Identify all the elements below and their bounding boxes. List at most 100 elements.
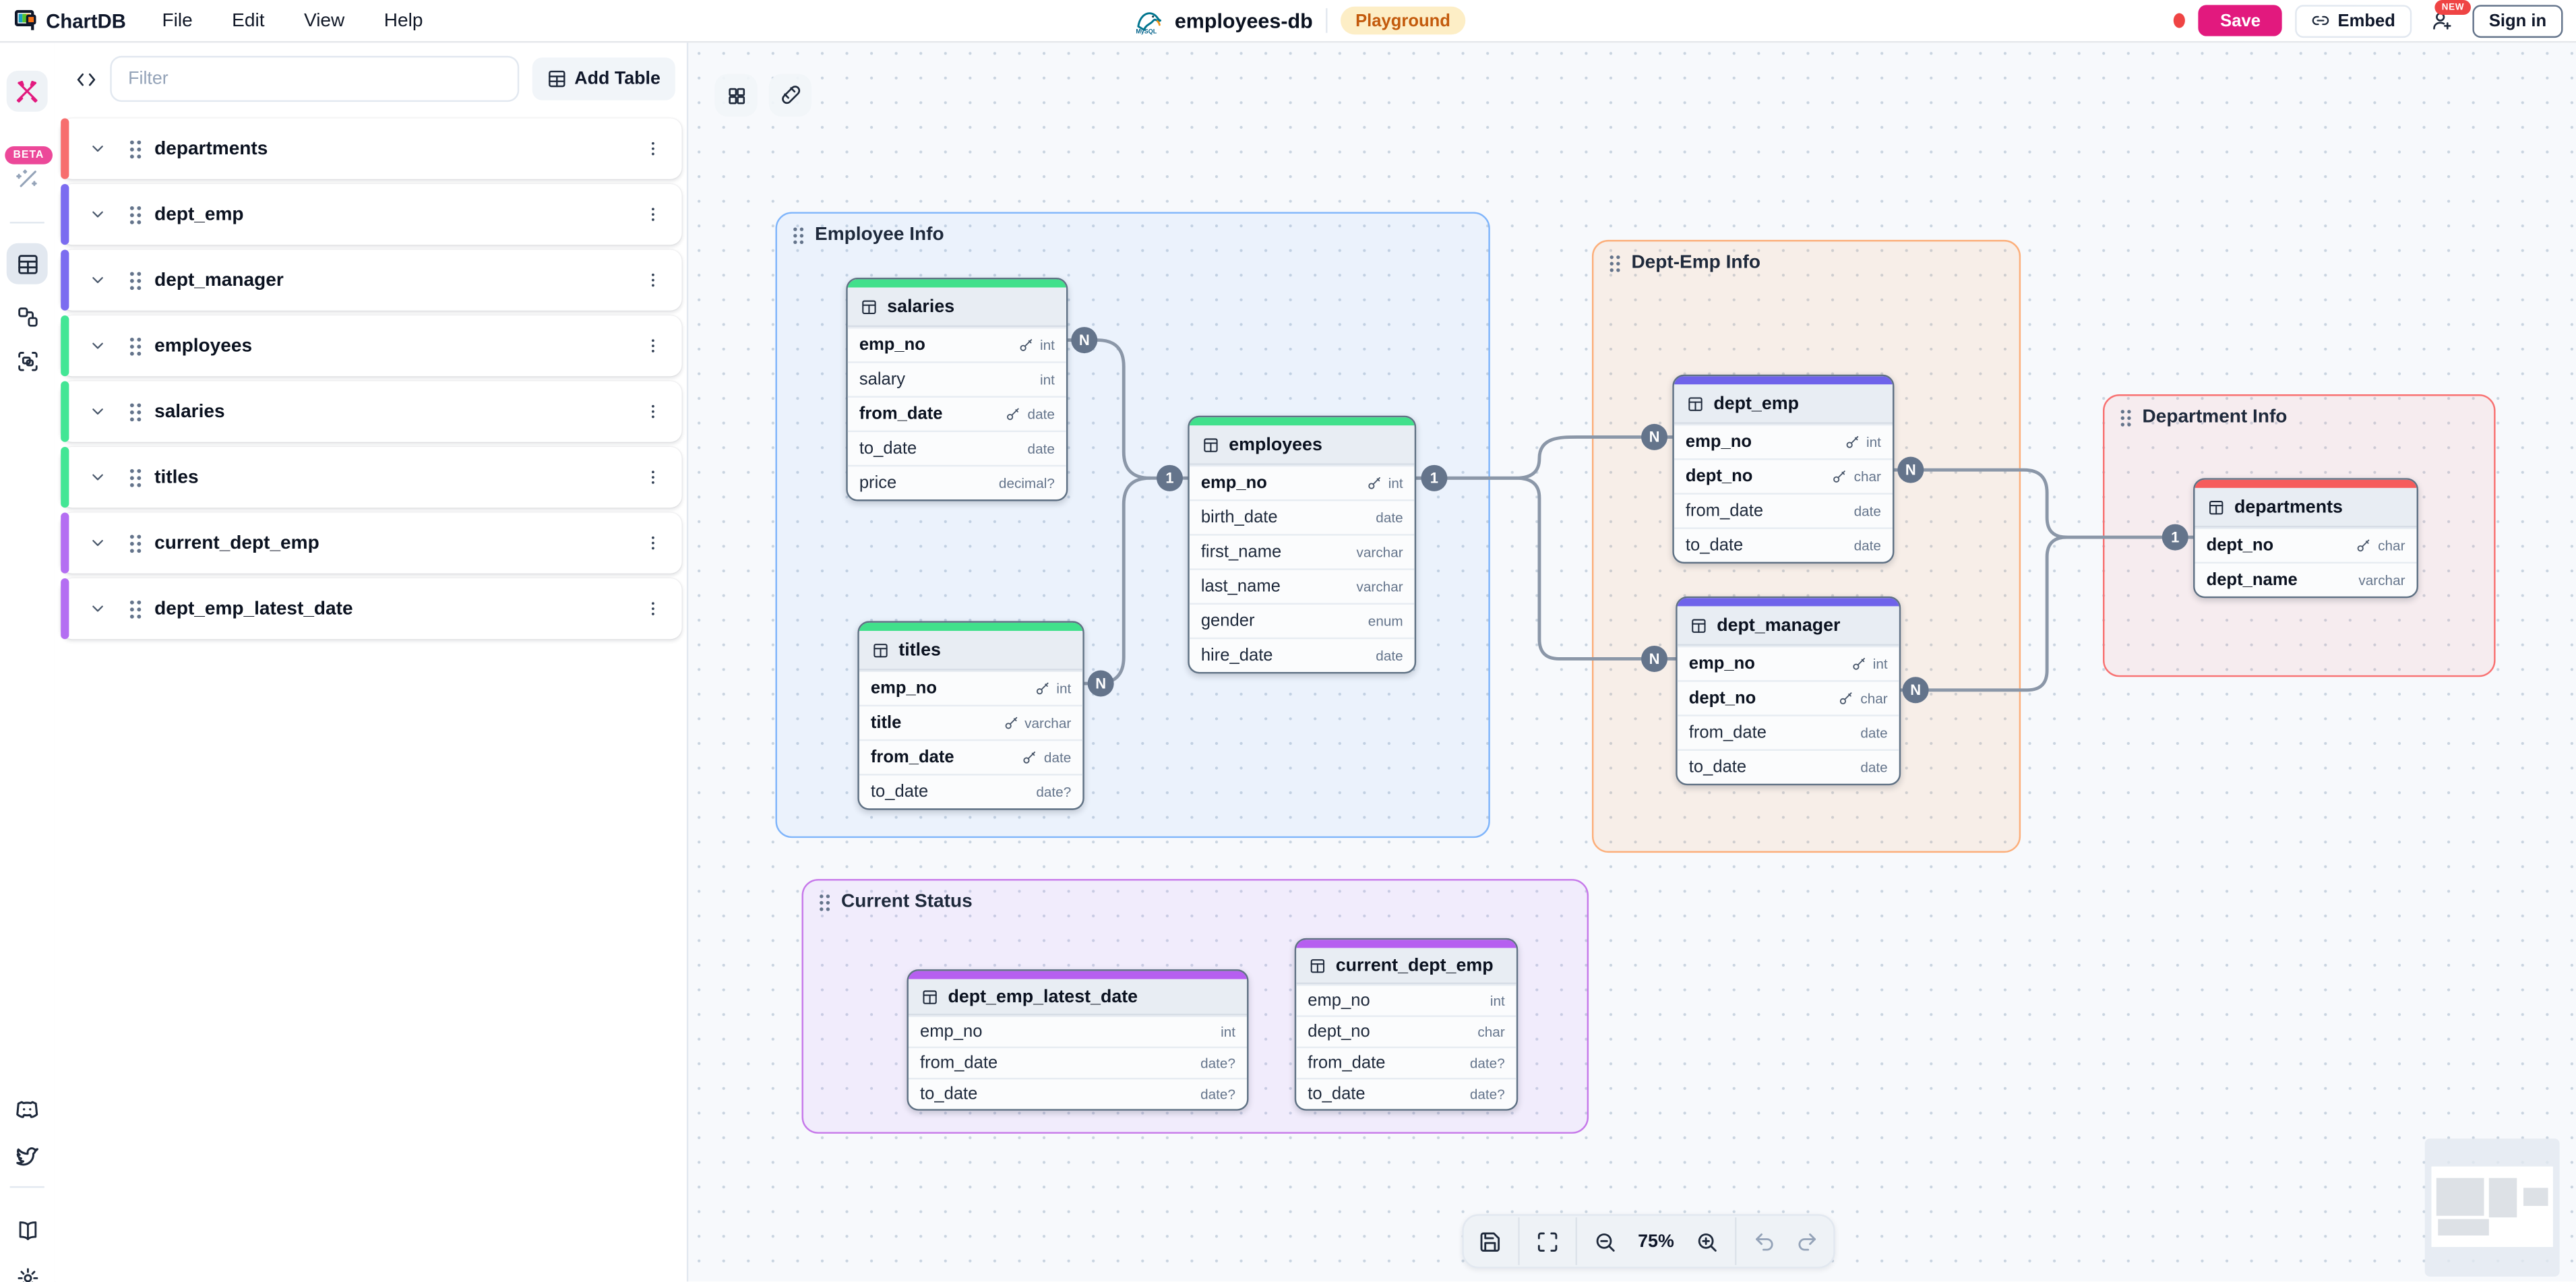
table-name[interactable]: dept_emp_latest_date: [154, 599, 353, 619]
diagram-canvas[interactable]: Employee Info Dept-Emp Info Department I…: [686, 40, 2576, 1282]
zoom-in-button[interactable]: [1692, 1227, 1722, 1256]
discord-button[interactable]: [7, 1089, 48, 1130]
layout-grid-button[interactable]: [714, 73, 758, 117]
table-header[interactable]: dept_emp: [1674, 384, 1893, 424]
embed-button[interactable]: Embed: [2295, 4, 2412, 37]
invite-user-button[interactable]: NEW: [2424, 0, 2471, 35]
magic-wand-button[interactable]: [7, 159, 48, 200]
fit-view-button[interactable]: [1533, 1227, 1562, 1256]
menu-help[interactable]: Help: [384, 10, 423, 31]
table-name[interactable]: salaries: [154, 401, 225, 422]
area-label[interactable]: Dept-Emp Info: [1593, 241, 2019, 273]
table-row-departments[interactable]: departments: [61, 118, 682, 179]
grip-handle-icon[interactable]: [128, 467, 143, 487]
grip-handle-icon[interactable]: [128, 139, 143, 158]
grip-handle-icon[interactable]: [128, 336, 143, 355]
docs-button[interactable]: [7, 1209, 48, 1250]
chevron-down-icon[interactable]: [89, 271, 107, 289]
code-icon[interactable]: [75, 68, 97, 90]
tables-tab-button[interactable]: [6, 243, 48, 284]
table-header[interactable]: titles: [859, 631, 1083, 671]
minimap[interactable]: [2424, 1138, 2560, 1277]
table-header[interactable]: current_dept_emp: [1296, 948, 1516, 985]
grip-handle-icon[interactable]: [128, 402, 143, 421]
chevron-down-icon[interactable]: [89, 206, 107, 224]
table-header[interactable]: employees: [1189, 425, 1415, 465]
table-header[interactable]: salaries: [847, 287, 1066, 328]
table-row-current-dept-emp[interactable]: current_dept_emp: [61, 512, 682, 574]
filter-input[interactable]: [110, 55, 519, 102]
table-row-dept-emp[interactable]: dept_emp: [61, 184, 682, 245]
area-label[interactable]: Current Status: [803, 881, 1587, 912]
table-header[interactable]: dept_emp_latest_date: [908, 979, 1248, 1016]
table-row-salaries[interactable]: salaries: [61, 381, 682, 442]
editor-tools-button[interactable]: [6, 70, 48, 112]
settings-button[interactable]: [7, 1257, 48, 1282]
twitter-button[interactable]: [7, 1135, 48, 1176]
menu-file[interactable]: File: [162, 10, 193, 31]
areas-tab-button[interactable]: [7, 340, 48, 381]
table-row-dept-emp-latest-date[interactable]: dept_emp_latest_date: [61, 578, 682, 640]
zoom-out-button[interactable]: [1591, 1227, 1620, 1256]
kebab-menu-icon[interactable]: [644, 468, 663, 487]
table-name[interactable]: dept_manager: [154, 270, 284, 291]
save-button[interactable]: Save: [2199, 5, 2282, 36]
table-header[interactable]: dept_manager: [1677, 606, 1899, 646]
chevron-down-icon[interactable]: [89, 402, 107, 421]
menu-edit[interactable]: Edit: [232, 10, 265, 31]
area-label[interactable]: Department Info: [2104, 396, 2494, 427]
chevron-down-icon[interactable]: [89, 337, 107, 355]
app-logo[interactable]: ChartDB: [14, 9, 126, 32]
grip-handle-icon[interactable]: [128, 270, 143, 290]
redo-button[interactable]: [1792, 1227, 1822, 1256]
area-label[interactable]: Employee Info: [777, 214, 1488, 245]
save-diagram-button[interactable]: [1475, 1227, 1505, 1256]
undo-button[interactable]: [1750, 1227, 1779, 1256]
add-table-button[interactable]: Add Table: [531, 57, 675, 100]
chevron-down-icon[interactable]: [89, 600, 107, 618]
zoom-level[interactable]: 75%: [1638, 1231, 1674, 1252]
table-row-dept-manager[interactable]: dept_manager: [61, 249, 682, 311]
kebab-menu-icon[interactable]: [644, 140, 663, 158]
grip-handle-icon[interactable]: [128, 533, 143, 553]
grip-handle-icon[interactable]: [128, 599, 143, 618]
relationships-tab-button[interactable]: [7, 296, 48, 337]
database-name[interactable]: employees-db: [1174, 9, 1313, 32]
kebab-menu-icon[interactable]: [644, 206, 663, 224]
table-name[interactable]: dept_emp: [154, 204, 244, 224]
table-row-titles[interactable]: titles: [61, 447, 682, 508]
table-row-employees[interactable]: employees: [61, 315, 682, 377]
chevron-down-icon[interactable]: [89, 140, 107, 158]
menu-view[interactable]: View: [304, 10, 345, 31]
